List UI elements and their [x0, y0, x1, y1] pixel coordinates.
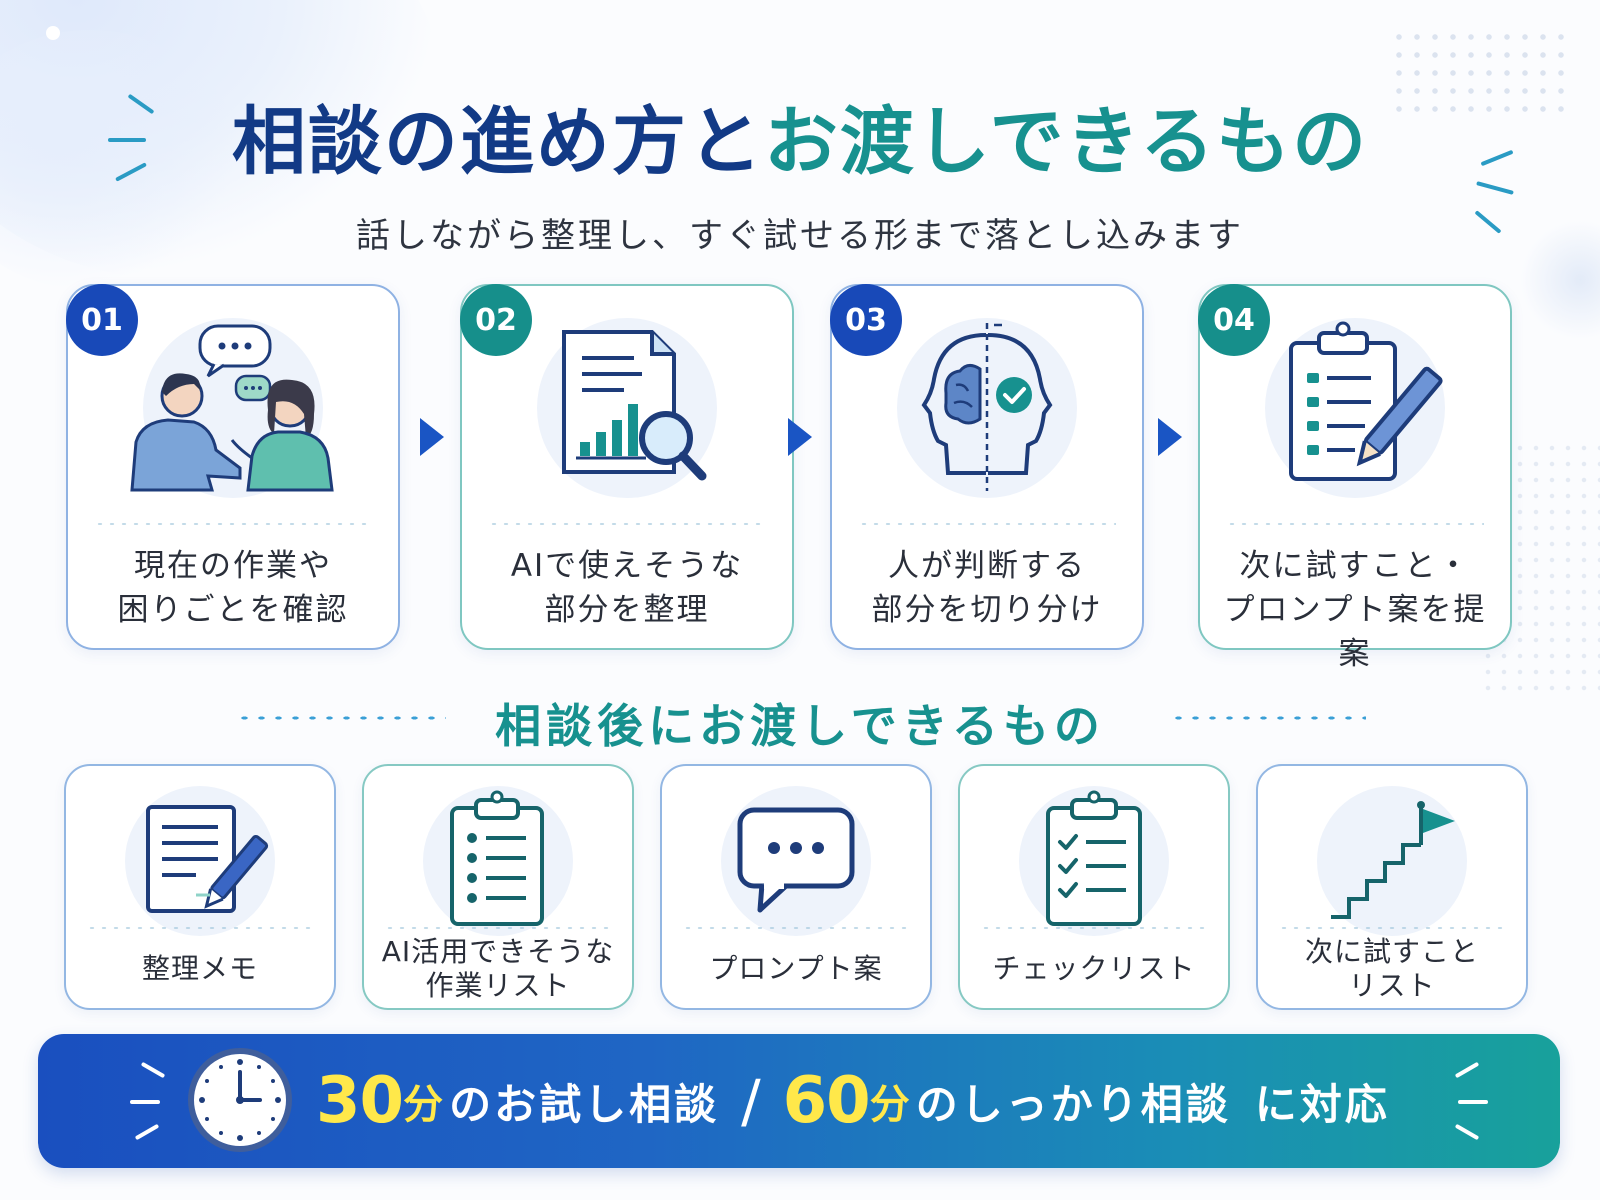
banner-slash: /: [741, 1067, 761, 1135]
deliverable-label: 整理メモ: [141, 952, 258, 985]
title-part-1: 相談の進め方と: [231, 99, 764, 185]
step-arrow: [420, 418, 444, 456]
step-text: 人が判断する 部分を切り分け: [871, 548, 1103, 628]
banner-burst-right: [1448, 1061, 1498, 1144]
task-list-icon: [423, 786, 573, 936]
full-minutes: 60: [782, 1064, 871, 1138]
deliverable-card-1: 整理メモ: [64, 764, 336, 1010]
background-dot-grid: [1390, 28, 1570, 118]
full-label: のしっかり相談: [915, 1079, 1231, 1129]
step-number-badge: 03: [830, 284, 902, 356]
step-arrow: [1158, 418, 1182, 456]
divider: [682, 926, 910, 930]
clock-icon: [188, 1048, 292, 1152]
divider: [858, 522, 1116, 526]
step-card-1: 01 現在の作業や 困りごとを確認: [66, 284, 400, 650]
page-subtitle: 話しながら整理し、すぐ試せる形まで落とし込みます: [356, 216, 1244, 256]
step-card-2: 02 AIで使えそうな 部分を整理: [460, 284, 794, 650]
step-number-badge: 02: [460, 284, 532, 356]
step-number-badge: 01: [66, 284, 138, 356]
banner-burst-left: [124, 1061, 174, 1144]
deliverable-label: AI活用できそうな作業リスト: [381, 935, 615, 1002]
title-part-2: お渡しできるもの: [763, 99, 1369, 185]
document-analysis-icon: [537, 318, 717, 498]
step-arrow: [788, 418, 812, 456]
trial-minutes: 30: [316, 1064, 404, 1138]
divider: [488, 522, 766, 526]
deliverable-label: 次に試すことリスト: [1304, 935, 1479, 1002]
background-dot: [46, 26, 60, 40]
divider: [1226, 522, 1484, 526]
deliverable-card-5: 次に試すことリスト: [1256, 764, 1528, 1010]
section-dots-left: [236, 714, 446, 722]
section-dots-right: [1170, 714, 1366, 722]
deliverable-card-2: AI活用できそうな作業リスト: [362, 764, 634, 1010]
step-card-3: 03 人が判断する 部分を切り分け: [830, 284, 1144, 650]
divider: [384, 926, 612, 930]
step-text: AIで使えそうな 部分を整理: [510, 548, 744, 628]
step-number-badge: 04: [1198, 284, 1270, 356]
divider: [94, 522, 372, 526]
step-text: 現在の作業や 困りごとを確認: [117, 548, 349, 628]
speech-bubble-icon: [721, 786, 871, 936]
title-burst-left: [100, 93, 160, 186]
brain-check-icon: [897, 318, 1077, 498]
page-title: 相談の進め方とお渡しできるもの: [0, 82, 1600, 189]
step-text: 次に試すこと・ プロンプト案を提案: [1223, 548, 1487, 672]
divider: [980, 926, 1208, 930]
deliverable-label: プロンプト案: [709, 952, 883, 985]
checklist-icon: [1019, 786, 1169, 936]
deliverable-card-4: チェックリスト: [958, 764, 1230, 1010]
deliverables-title: 相談後にお渡しできるもの: [495, 699, 1105, 753]
step-card-4: 04 次に試すこと・ プロンプト案を提案: [1198, 284, 1512, 672]
deliverable-card-3: プロンプト案: [660, 764, 932, 1010]
banner-tail: に対応: [1254, 1079, 1390, 1129]
stairs-flag-icon: [1317, 786, 1467, 936]
memo-pencil-icon: [125, 786, 275, 936]
divider: [1278, 926, 1506, 930]
consultation-icon: [130, 318, 334, 498]
background-wave: [0, 30, 240, 290]
trial-label: のお試し相談: [449, 1079, 720, 1129]
divider: [86, 926, 314, 930]
deliverable-label: チェックリスト: [992, 952, 1196, 985]
clipboard-pencil-icon: [1265, 318, 1445, 498]
